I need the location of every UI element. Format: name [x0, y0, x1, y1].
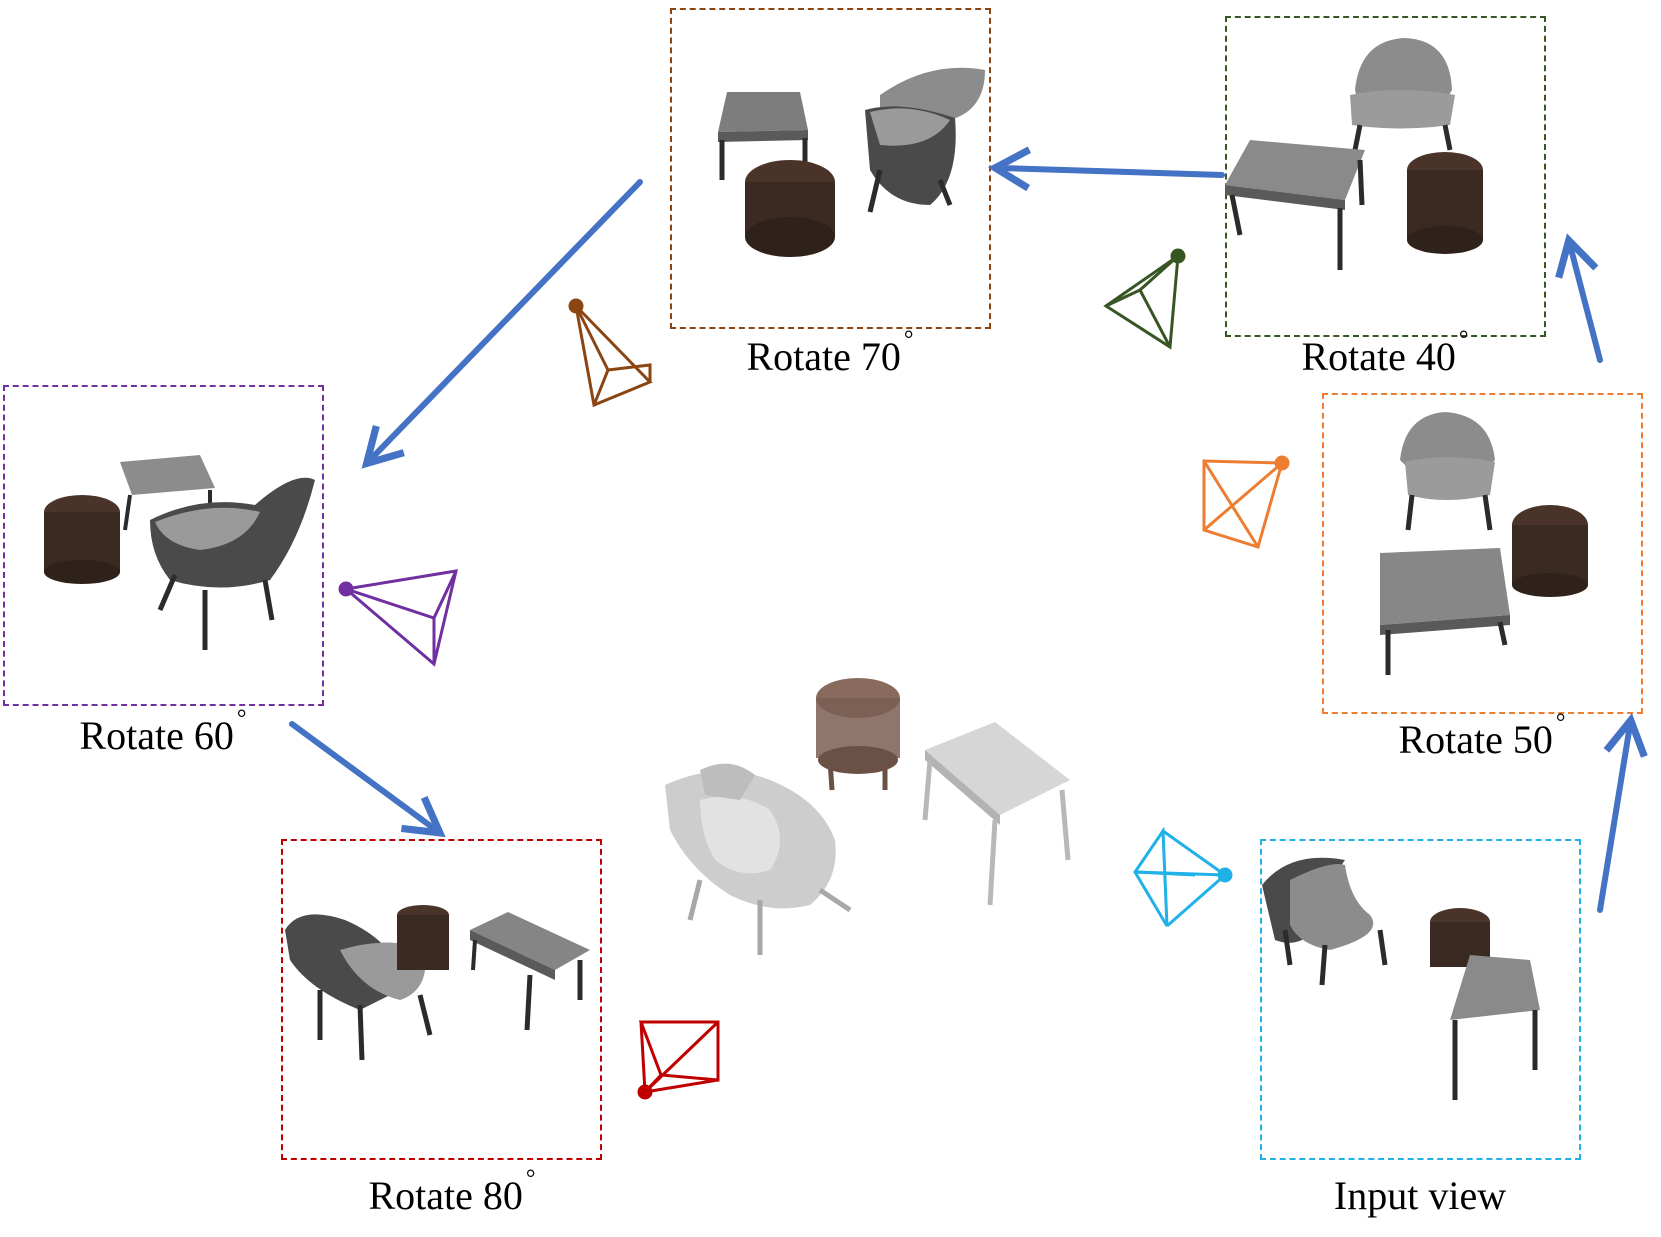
- caption-rotate-80: Rotate 80°: [368, 1166, 536, 1218]
- point-cloud-reconstruction: [665, 678, 1071, 955]
- scene-rotate-70: [718, 67, 985, 257]
- camera-icon-rotate-60: [338, 569, 458, 667]
- caption-rotate-70: Rotate 70°: [746, 327, 914, 379]
- caption-rotate-60: Rotate 60°: [79, 706, 247, 758]
- frame-rotate-50: [1322, 393, 1643, 714]
- camera-icon-rotate-80: [637, 1020, 720, 1100]
- frame-rotate-40: [1225, 16, 1546, 337]
- degree-mark: °: [1458, 327, 1469, 353]
- frame-rotate-60: [3, 385, 324, 706]
- scene-rotate-50: [1380, 412, 1588, 675]
- frame-rotate-80: [281, 839, 602, 1160]
- degree-mark: °: [525, 1166, 536, 1192]
- arrow-rotate-40-to-rotate-70: [987, 146, 1225, 192]
- caption-rotate-40: Rotate 40°: [1301, 327, 1469, 379]
- frame-input-view: [1260, 839, 1581, 1160]
- point-cloud-side-table: [816, 678, 900, 791]
- camera-icon-rotate-70: [568, 298, 653, 408]
- degree-mark: °: [903, 327, 914, 353]
- camera-icon-input-view: [1133, 826, 1233, 928]
- arrow-rotate-50-to-rotate-40: [1555, 233, 1603, 363]
- arrow-rotate-60-to-rotate-80: [289, 721, 446, 838]
- caption-rotate-50: Rotate 50°: [1398, 710, 1566, 762]
- scene-rotate-80: [285, 905, 590, 1061]
- caption-input-view: Input view: [1333, 1173, 1507, 1218]
- arrow-rotate-70-to-rotate-60: [361, 179, 643, 469]
- scene-rotate-60: [44, 455, 315, 650]
- arrow-input-to-rotate-50: [1597, 713, 1648, 913]
- camera-icon-rotate-40: [1103, 248, 1186, 350]
- degree-mark: °: [1555, 710, 1566, 736]
- point-cloud-bench: [922, 722, 1071, 906]
- scene-rotate-40: [1225, 38, 1483, 270]
- point-cloud-chair: [665, 763, 852, 955]
- scene-input-view: [1262, 857, 1540, 1100]
- camera-icon-rotate-50: [1202, 455, 1290, 549]
- degree-mark: °: [236, 706, 247, 732]
- flow-arrows: [289, 146, 1648, 913]
